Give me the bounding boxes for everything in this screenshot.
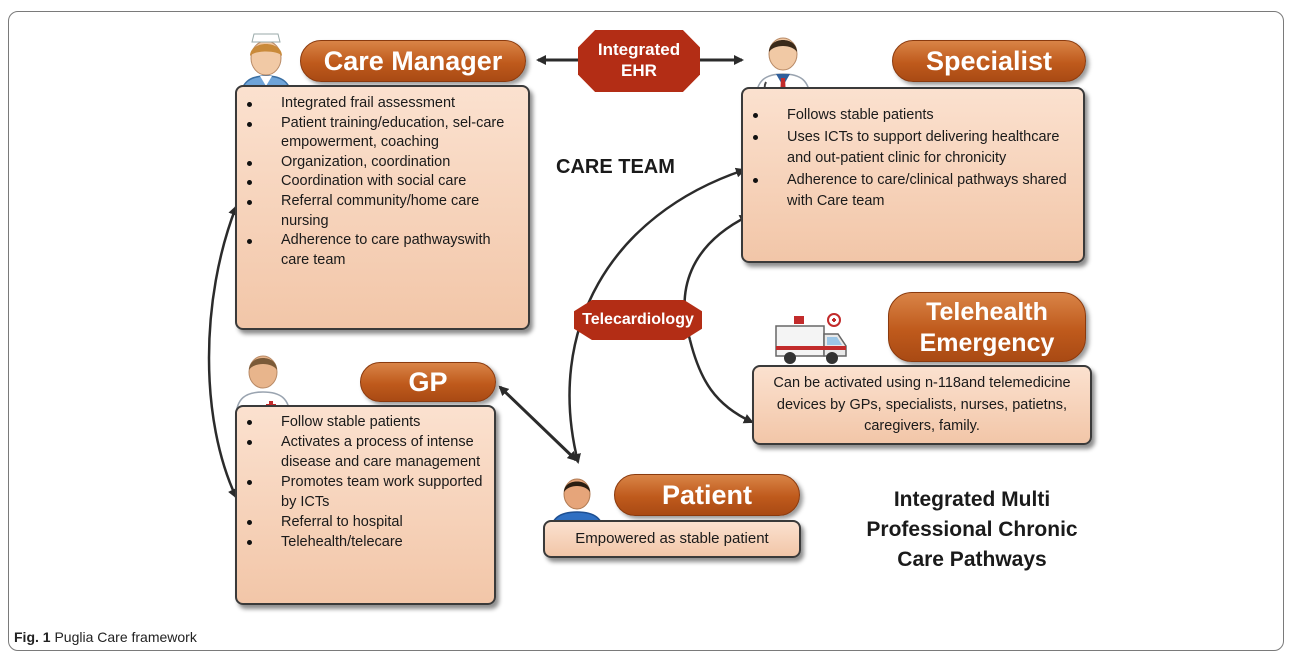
specialist-item: Uses ICTs to support delivering healthca… bbox=[743, 127, 1073, 170]
arrow-gp-patient bbox=[498, 385, 578, 462]
care-manager-list: Integrated frail assessment Patient trai… bbox=[237, 94, 520, 270]
caption-text: Puglia Care framework bbox=[54, 629, 197, 645]
care-manager-item: Organization, coordination bbox=[237, 153, 520, 173]
patient-title: Patient bbox=[661, 480, 753, 510]
telehealth-title-line1: Telehealth bbox=[926, 298, 1048, 326]
care-manager-item: Coordination with social care bbox=[237, 172, 520, 192]
care-manager-item: Integrated frail assessment bbox=[237, 94, 520, 114]
arrow-patient-specialist bbox=[568, 167, 746, 464]
care-team-label: CARE TEAM bbox=[556, 156, 675, 178]
specialist-title-pill: Specialist bbox=[892, 40, 1086, 82]
telecardiology-label: Telecardiology bbox=[582, 311, 694, 328]
care-manager-item: Adherence to care pathwayswith care team bbox=[237, 231, 520, 270]
care-manager-title: Care Manager bbox=[323, 46, 503, 76]
gp-item: Telehealth/telecare bbox=[237, 532, 486, 552]
arrow-caremanager-gp bbox=[207, 205, 238, 499]
care-manager-box: Integrated frail assessment Patient trai… bbox=[235, 85, 530, 330]
ehr-badge-line1: Integrated bbox=[597, 40, 681, 59]
gp-list: Follow stable patients Activates a proce… bbox=[237, 412, 486, 552]
pathways-title-line1: Integrated Multi bbox=[893, 488, 1051, 511]
telehealth-title-line2: Emergency bbox=[919, 329, 1055, 357]
gp-item: Promotes team work supported by ICTs bbox=[237, 472, 486, 512]
gp-title: GP bbox=[408, 367, 448, 397]
gp-box: Follow stable patients Activates a proce… bbox=[235, 405, 496, 605]
gp-item: Follow stable patients bbox=[237, 412, 486, 432]
pathways-title-line3: Care Pathways bbox=[897, 548, 1047, 571]
integrated-ehr-badge: Integrated EHR bbox=[578, 30, 700, 92]
figure-frame bbox=[8, 11, 1284, 651]
care-manager-title-pill: Care Manager bbox=[300, 40, 526, 82]
telecardiology-badge: Telecardiology bbox=[574, 300, 702, 340]
arrow-telecardiology-telehealth bbox=[688, 339, 754, 424]
telehealth-box: Can be activated using n-118and telemedi… bbox=[752, 365, 1092, 445]
care-manager-item: Referral community/home care nursing bbox=[237, 192, 520, 231]
telehealth-text: Can be activated using n-118and telemedi… bbox=[773, 375, 1071, 434]
specialist-list: Follows stable patients Uses ICTs to sup… bbox=[743, 105, 1073, 213]
caption-label: Fig. 1 bbox=[14, 629, 51, 645]
specialist-item: Adherence to care/clinical pathways shar… bbox=[743, 170, 1073, 213]
figure-caption: Fig. 1 Puglia Care framework bbox=[14, 629, 197, 645]
gp-item: Referral to hospital bbox=[237, 512, 486, 532]
ambulance-icon bbox=[775, 313, 847, 364]
gp-item: Activates a process of intense disease a… bbox=[237, 432, 486, 472]
specialist-title: Specialist bbox=[925, 46, 1053, 76]
patient-box: Empowered as stable patient bbox=[543, 520, 801, 558]
telehealth-title-pill: Telehealth Emergency bbox=[888, 292, 1086, 362]
care-manager-item: Patient training/education, sel-care emp… bbox=[237, 114, 520, 153]
gp-title-pill: GP bbox=[360, 362, 496, 402]
ehr-badge-line2: EHR bbox=[621, 61, 657, 80]
specialist-item: Follows stable patients bbox=[743, 105, 1073, 127]
patient-title-pill: Patient bbox=[614, 474, 800, 516]
pathways-title: Integrated Multi Professional Chronic Ca… bbox=[812, 485, 1132, 575]
patient-text: Empowered as stable patient bbox=[575, 530, 769, 547]
specialist-box: Follows stable patients Uses ICTs to sup… bbox=[741, 87, 1085, 263]
pathways-title-line2: Professional Chronic bbox=[866, 518, 1078, 541]
